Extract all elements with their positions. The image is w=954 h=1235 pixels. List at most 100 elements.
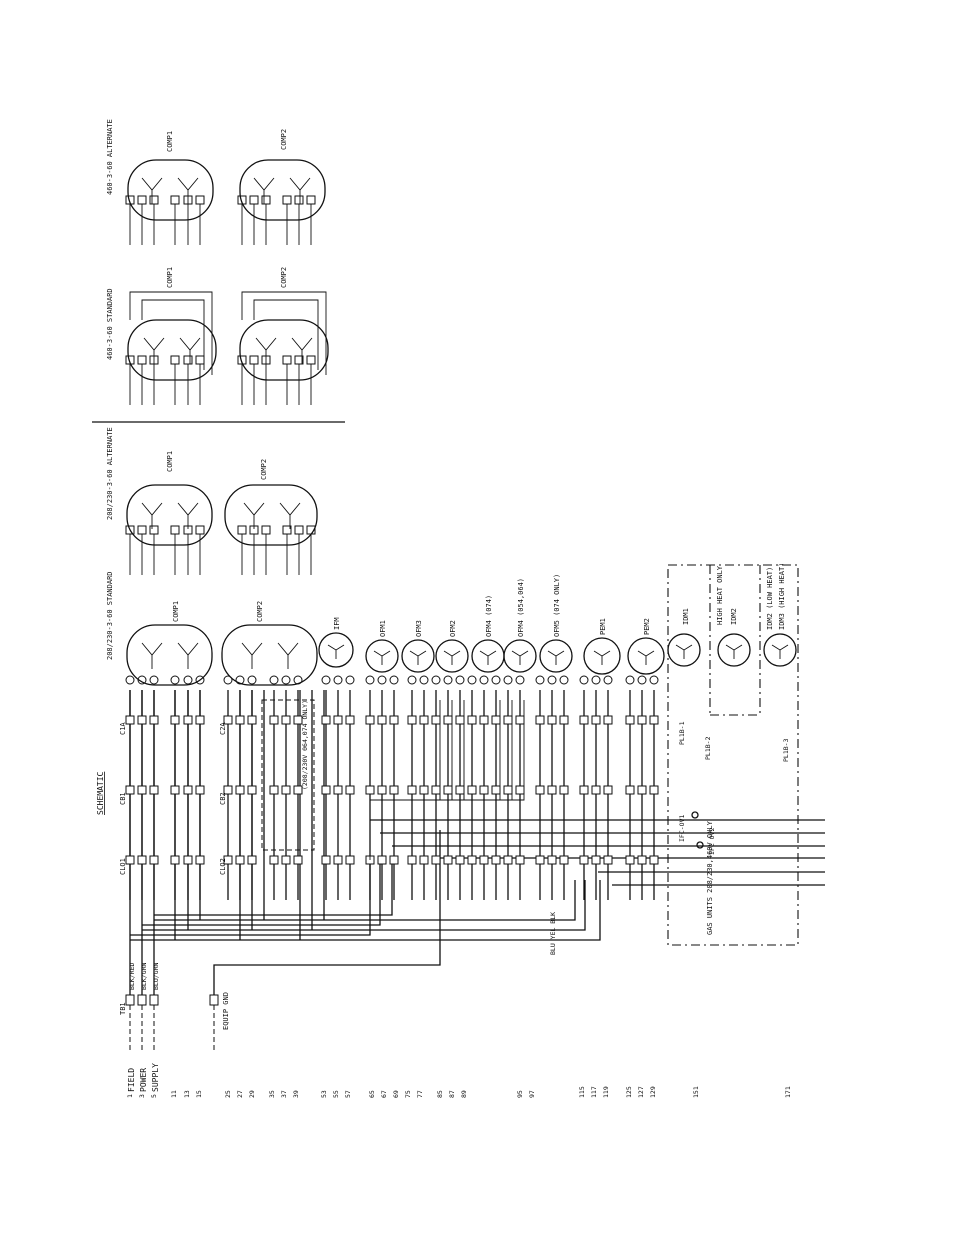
power-label: POWER: [139, 1068, 148, 1092]
terminal: [535, 715, 545, 725]
pl1b1: PL1B-1: [678, 721, 686, 745]
section-208-alternate: COMP1 COMP2 208/230-3-60 ALTERNATE: [106, 427, 318, 546]
terminal: [419, 715, 429, 725]
motor-label: OFM4 (074): [485, 595, 493, 637]
terminal: [389, 785, 399, 795]
crossover-wire: [393, 700, 465, 836]
tb-color-2: BLK/GRN: [140, 963, 148, 990]
line-number: 65: [368, 1090, 376, 1098]
line-number: 15: [195, 1090, 203, 1098]
gas-units-note: GAS UNITS 208/230,460V ONLY: [706, 820, 714, 935]
high-heat-note: HIGH HEAT ONLY: [716, 565, 724, 625]
terminal: [559, 785, 569, 795]
line-number: 115: [578, 1086, 586, 1098]
terminal: [603, 855, 613, 865]
terminal: [491, 715, 501, 725]
terminal: [649, 715, 659, 725]
terminal: [235, 715, 245, 725]
terminal: [407, 715, 417, 725]
terminal: [625, 715, 635, 725]
terminal: [591, 855, 601, 865]
terminal: [491, 785, 501, 795]
terminal: [515, 715, 525, 725]
line-number: 57: [344, 1090, 352, 1098]
terminal: [559, 715, 569, 725]
terminal: [170, 855, 180, 865]
comp1-460alt-label: COMP1: [166, 131, 174, 152]
terminal: [591, 785, 601, 795]
terminal: [547, 785, 557, 795]
terminal: [223, 785, 233, 795]
motor-lead-terminal: [503, 675, 513, 685]
terminal: [269, 855, 279, 865]
motor-label: IDM1: [682, 608, 690, 625]
motor-lead-terminal: [223, 675, 233, 685]
terminal: [333, 855, 343, 865]
motor-lead-terminal: [247, 675, 257, 685]
terminal: [431, 715, 441, 725]
motor-label: OFM3: [415, 620, 423, 637]
terminal: [455, 715, 465, 725]
section-std-460: 460-3-60 STANDARD: [106, 288, 114, 360]
terminal: [137, 715, 147, 725]
terminal: [170, 785, 180, 795]
section-460-alternate: COMP1 COMP2 460-3-60 ALTERNATE: [106, 119, 326, 221]
motor-lead-terminal: [183, 675, 193, 685]
line-number: 129: [649, 1086, 657, 1098]
line-number: 89: [460, 1090, 468, 1098]
line-number: 13: [183, 1090, 191, 1098]
line-number: 171: [784, 1086, 792, 1098]
cb1-label: CB1: [119, 792, 127, 805]
line-number: 125: [625, 1086, 633, 1098]
motor-symbol: [583, 637, 621, 675]
terminal: [443, 715, 453, 725]
line-number: 97: [528, 1090, 536, 1098]
motor-lead-terminal: [281, 675, 291, 685]
line-number: 95: [516, 1090, 524, 1098]
line-number: 55: [332, 1090, 340, 1098]
terminal: [137, 785, 147, 795]
line-number: 35: [268, 1090, 276, 1098]
terminal: [281, 715, 291, 725]
terminal: [455, 785, 465, 795]
terminal: [333, 785, 343, 795]
branch-circuits: [125, 195, 659, 900]
terminal: [503, 785, 513, 795]
terminal: [389, 715, 399, 725]
motor-label: OFM1: [379, 620, 387, 637]
cb-note-box: [261, 699, 315, 851]
terminal: [125, 715, 135, 725]
motor-lead-terminal: [333, 675, 343, 685]
terminal: [365, 715, 375, 725]
terminal: [637, 855, 647, 865]
terminal: [293, 785, 303, 795]
ifc-ov1-label: IFC-OV1: [678, 815, 686, 842]
motor-lead-terminal: [625, 675, 635, 685]
motor-lead-terminal: [149, 675, 159, 685]
motor-lead-terminal: [547, 675, 557, 685]
field-power-supply: FIELD POWER SUPPLY TB1 BLK/RED BLK/GRN B…: [119, 963, 230, 1092]
motor-symbol: [503, 639, 537, 673]
line-number: 53: [320, 1090, 328, 1098]
terminal: [235, 785, 245, 795]
terminal: [321, 855, 331, 865]
terminal: [407, 785, 417, 795]
terminal: [503, 715, 513, 725]
line-number: 119: [602, 1086, 610, 1098]
terminal: [333, 715, 343, 725]
motor-lead-terminal: [579, 675, 589, 685]
motor-symbol: [627, 637, 665, 675]
terminal: [235, 855, 245, 865]
motor-lead-terminal: [365, 675, 375, 685]
motor-lead-terminal: [479, 675, 489, 685]
terminal: [479, 855, 489, 865]
line-number: 5: [150, 1094, 158, 1098]
terminal: [637, 785, 647, 795]
motor-lead-terminal: [321, 675, 331, 685]
line-number: 11: [170, 1090, 178, 1098]
section-460-standard: COMP1 COMP2 460-3-60 STANDARD: [106, 267, 329, 381]
line-number: 27: [236, 1090, 244, 1098]
comp1-standard: COMP1: [126, 601, 213, 686]
c2a-label: C2A: [219, 722, 227, 735]
motor-lead-terminal: [431, 675, 441, 685]
